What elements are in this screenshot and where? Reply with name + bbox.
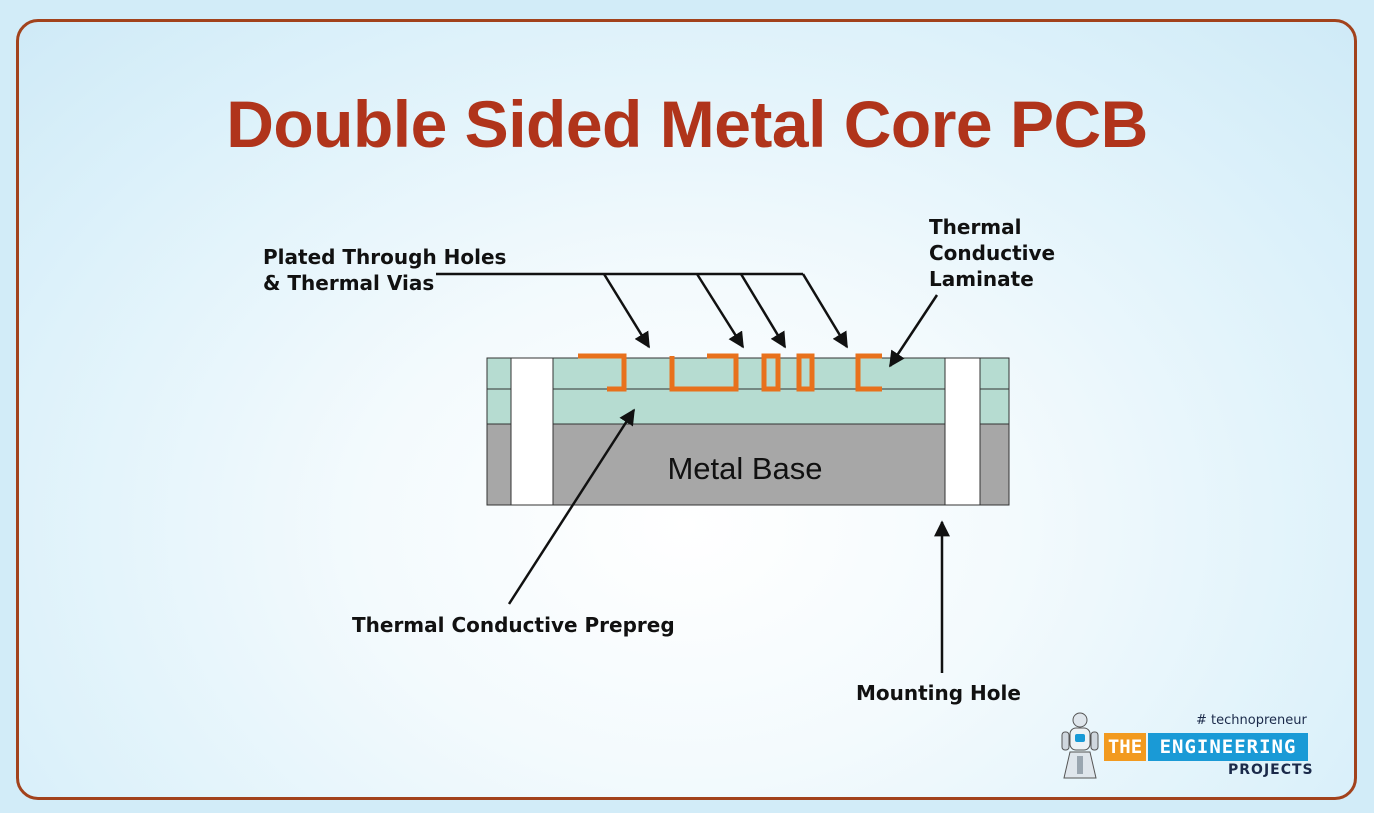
metal-base-layer [486,423,1010,506]
via-5 [855,353,882,392]
plated-holes-label: Plated Through Holes & Thermal Vias [263,245,507,295]
mounting-hole-right [944,357,981,506]
logo-engineering: ENGINEERING [1148,733,1308,761]
mounting-hole-label: Mounting Hole [856,681,1021,705]
logo-projects: PROJECTS [1228,762,1314,778]
laminate-layer [486,357,1010,425]
robot-logo-icon [1061,712,1099,779]
prepreg-arrow [507,408,636,605]
copper-vias [578,353,882,392]
metal-base-label: Metal Base [667,451,823,486]
diagram-title: Double Sided Metal Core PCB [226,87,1148,161]
plated-holes-arrows [436,272,849,349]
mounting-hole-left [510,357,554,506]
laminate-label: Thermal Conductive Laminate [929,215,1056,291]
via-1 [578,353,627,392]
laminate-arrow [888,294,939,368]
via-3 [761,353,781,392]
logo-the: THE [1104,733,1146,761]
logo-tagline: # technopreneur [1196,713,1307,728]
via-2 [669,353,739,392]
prepreg-label: Thermal Conductive Prepreg [352,613,675,637]
via-4 [796,353,815,392]
